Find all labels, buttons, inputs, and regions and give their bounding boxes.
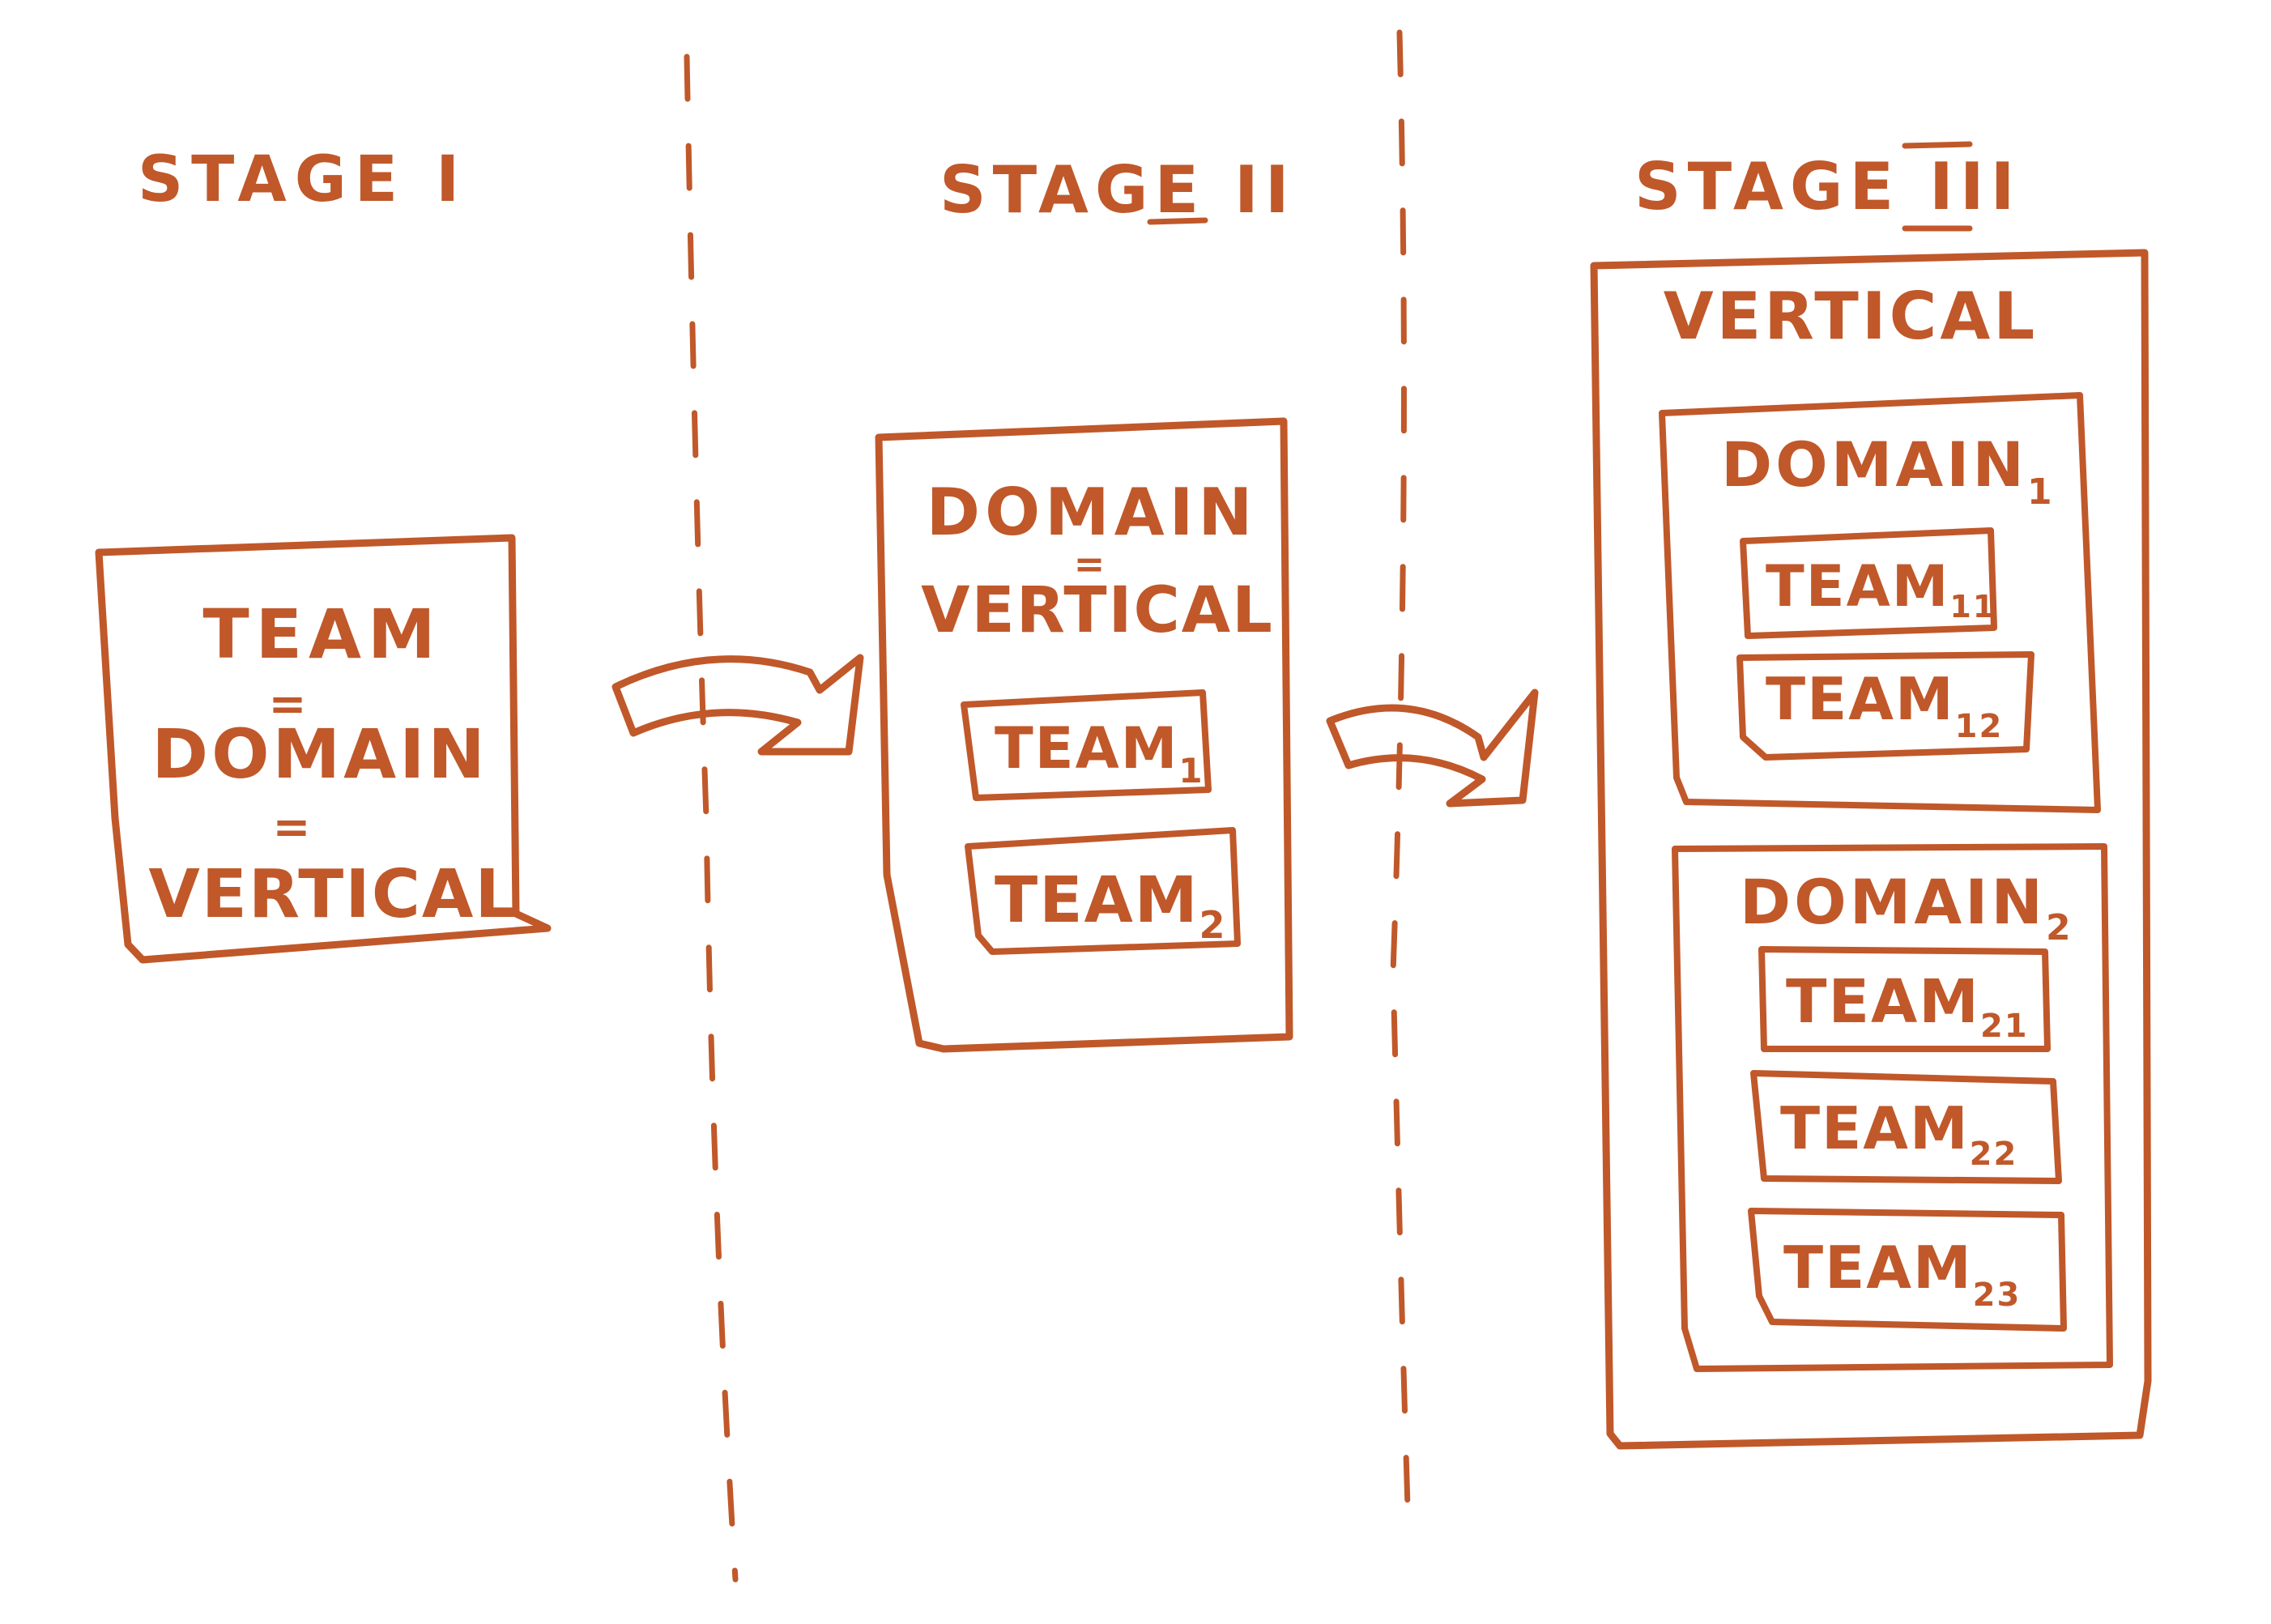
domain-1-subscript: 1	[2027, 471, 2056, 513]
team-12: TEAM12	[1736, 651, 2035, 761]
stage-1-title: STAGE I	[138, 143, 467, 216]
divider-1	[684, 53, 739, 1583]
team-21-label: TEAM	[1786, 967, 1980, 1037]
stage-1-box	[95, 534, 552, 964]
team-22-label: TEAM	[1780, 1094, 1970, 1162]
team-2-subscript: 2	[1199, 903, 1226, 947]
team-2-box	[965, 827, 1241, 955]
stage-2-line-vertical: VERTICAL	[921, 574, 1274, 647]
team-22-box	[1750, 1070, 2062, 1184]
stage-1-line-domain: DOMAIN	[151, 714, 488, 794]
svg-text:DOMAIN2: DOMAIN2	[1740, 866, 2074, 948]
stage-1-line-eq1: =	[269, 678, 307, 731]
team-2-label: TEAM	[995, 864, 1199, 937]
stage-2-title-underline	[1147, 217, 1208, 225]
team-21-box	[1758, 946, 2051, 1052]
team-1-box	[961, 689, 1212, 801]
divider-2	[1390, 29, 1411, 1510]
domain-1-box	[1659, 392, 2101, 813]
svg-text:DOMAIN1: DOMAIN1	[1721, 428, 2056, 513]
team-23-label: TEAM	[1783, 1234, 1973, 1302]
stage-1-line-vertical: VERTICAL	[148, 856, 518, 933]
svg-text:TEAM22: TEAM22	[1780, 1094, 2017, 1173]
svg-text:TEAM21: TEAM21	[1786, 967, 2029, 1045]
stage-1: STAGE I TEAM = DOMAIN = VERTICAL	[95, 143, 552, 964]
svg-text:TEAM12: TEAM12	[1766, 665, 2003, 745]
stage-2-line-domain: DOMAIN	[927, 475, 1258, 550]
team-12-box	[1736, 651, 2035, 761]
team-21-subscript: 21	[1980, 1008, 2029, 1045]
stage-2-box	[875, 417, 1293, 1053]
team-1-subscript: 1	[1178, 751, 1204, 791]
stage-1-line-team: TEAM	[202, 595, 441, 674]
team-12-subscript: 12	[1955, 708, 2004, 745]
stage-3-title-underline-top	[1902, 141, 1973, 149]
team-11-subscript: 11	[1949, 589, 1996, 624]
team-23-box	[1748, 1208, 2067, 1332]
team-23: TEAM23	[1748, 1208, 2067, 1332]
domain-1-label: DOMAIN	[1721, 428, 2027, 501]
stage-3: STAGE III VERTICAL DOMAIN1 TEAM11 TEAM12	[1590, 141, 2152, 1450]
team-22: TEAM22	[1750, 1070, 2062, 1184]
stage-2-line-eq: =	[1074, 542, 1106, 586]
domain-2-label: DOMAIN	[1740, 866, 2046, 938]
team-12-label: TEAM	[1766, 665, 1955, 733]
team-11-label: TEAM	[1766, 553, 1949, 620]
domain-1: DOMAIN1 TEAM11 TEAM12	[1659, 392, 2101, 813]
stage-2-title: STAGE II	[940, 152, 1296, 228]
stage-2-team-2: TEAM2	[965, 827, 1241, 955]
svg-text:TEAM23: TEAM23	[1783, 1234, 2021, 1314]
vertical-label: VERTICAL	[1664, 279, 2039, 354]
svg-text:TEAM2: TEAM2	[995, 864, 1227, 947]
domain-2-box	[1672, 843, 2113, 1372]
team-21: TEAM21	[1758, 946, 2051, 1052]
stage-2: STAGE II DOMAIN = VERTICAL TEAM1 TEAM2	[875, 152, 1296, 1053]
svg-text:TEAM11: TEAM11	[1766, 553, 1996, 624]
arrow-stage-2-to-3	[1326, 688, 1539, 808]
team-23-subscript: 23	[1973, 1277, 2022, 1314]
domain-2-subscript: 2	[2046, 907, 2074, 948]
team-11-box	[1740, 527, 1997, 639]
stage-3-title: STAGE III	[1634, 149, 2021, 224]
team-22-subscript: 22	[1970, 1136, 2018, 1173]
arrow-stage-1-to-2	[611, 654, 864, 756]
team-1-label: TEAM	[995, 715, 1178, 782]
stage-1-line-eq2: =	[273, 801, 311, 854]
vertical-box	[1590, 249, 2152, 1450]
svg-text:TEAM1: TEAM1	[995, 715, 1204, 791]
team-11: TEAM11	[1740, 527, 1997, 639]
stage-2-team-1: TEAM1	[961, 689, 1212, 801]
domain-2: DOMAIN2 TEAM21 TEAM22 TEAM23	[1672, 843, 2113, 1372]
